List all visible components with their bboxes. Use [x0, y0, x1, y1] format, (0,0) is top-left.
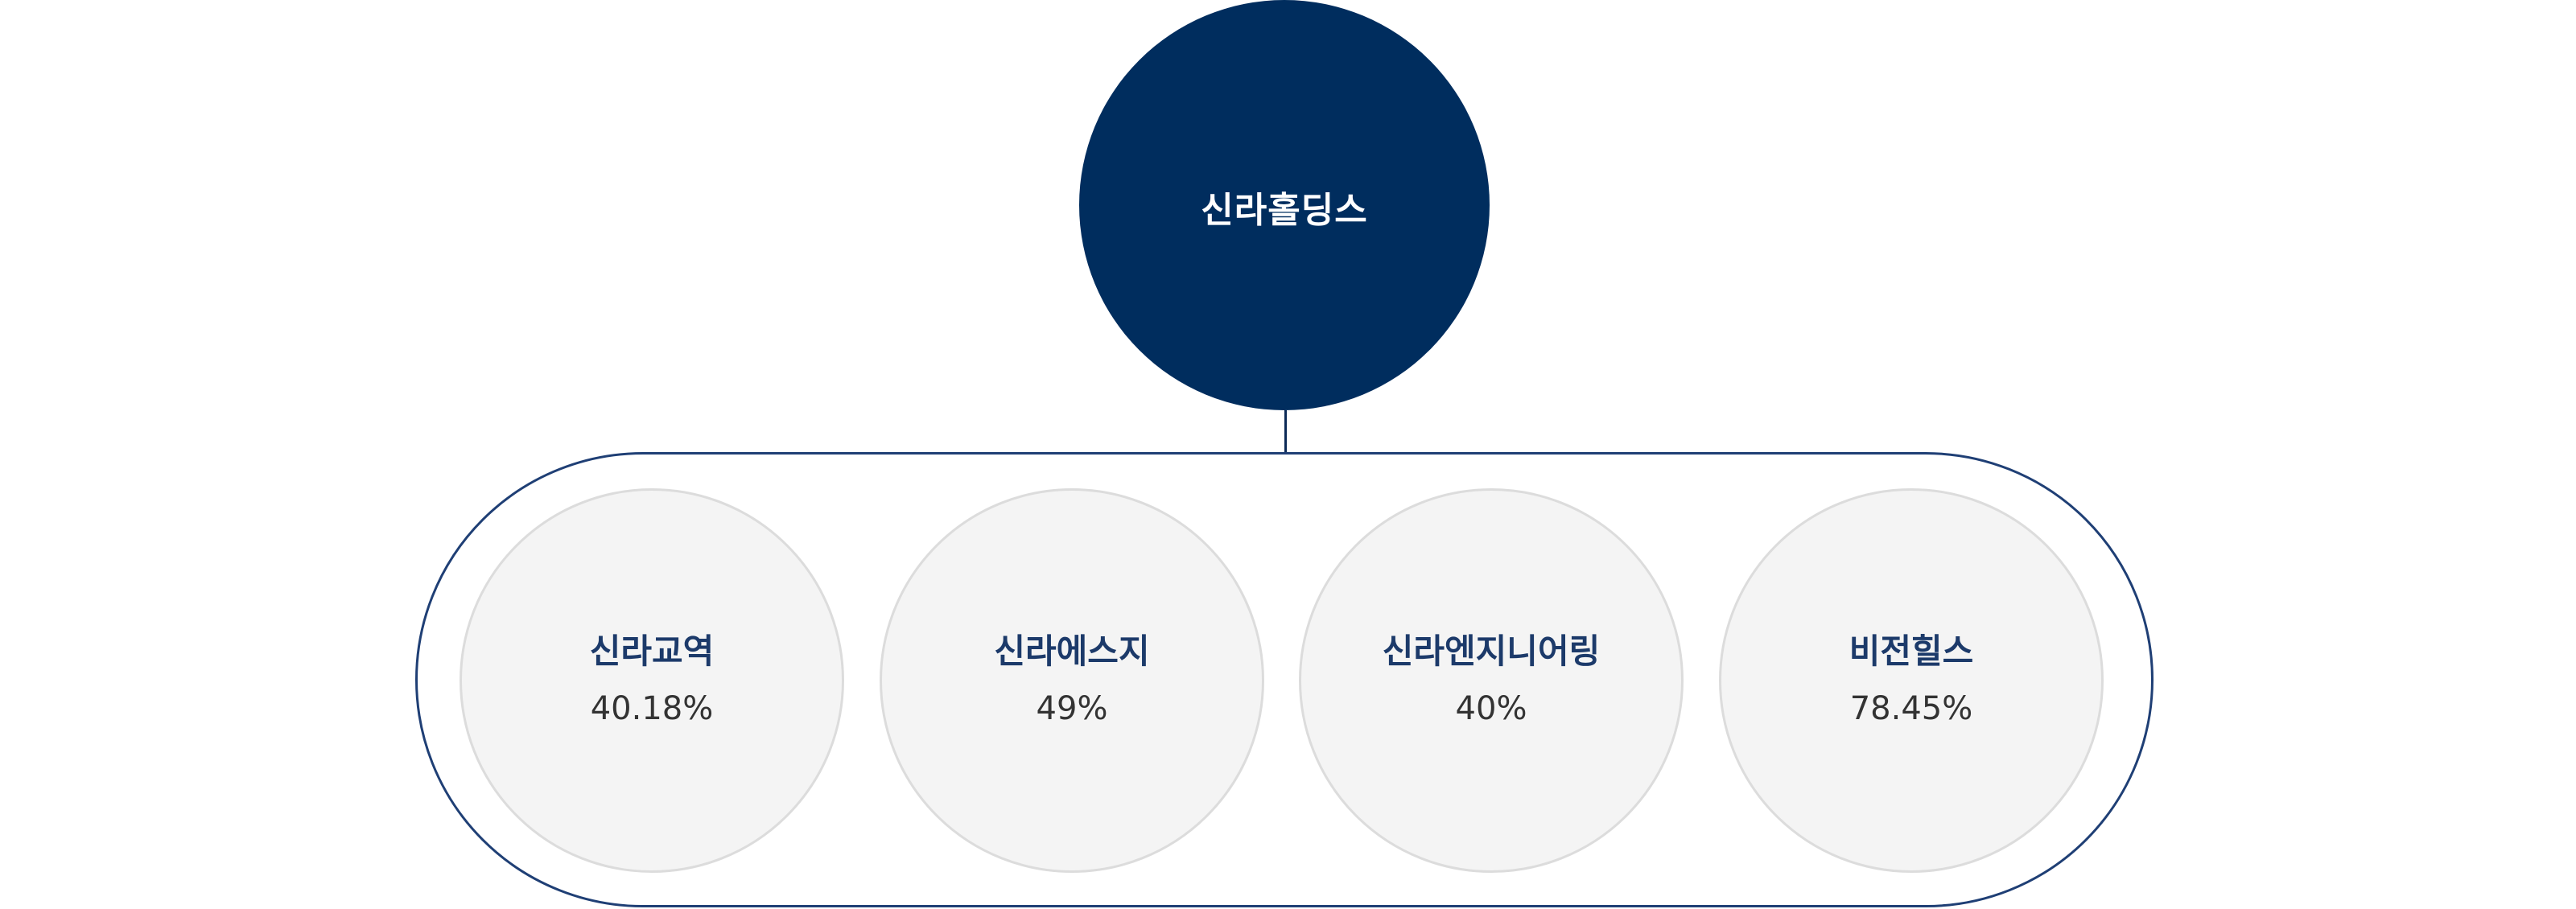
subsidiary-node-2: 신라에스지 49% [880, 488, 1264, 873]
subsidiary-node-1: 신라교역 40.18% [460, 488, 844, 873]
subsidiary-stake: 49% [1036, 690, 1108, 727]
subsidiaries-group [415, 452, 2154, 907]
subsidiary-name: 신라에스지 [994, 631, 1150, 671]
subsidiary-node-4: 비전힐스 78.45% [1719, 488, 2104, 873]
subsidiary-stake: 40% [1455, 690, 1527, 727]
subsidiary-name: 신라교역 [589, 631, 715, 671]
connector-line [1284, 410, 1287, 453]
subsidiary-stake: 78.45% [1849, 690, 1973, 727]
subsidiary-name: 신라엔지니어링 [1382, 631, 1601, 671]
subsidiary-name: 비전힐스 [1849, 631, 1974, 671]
parent-company-name: 신라홀딩스 [1201, 190, 1368, 231]
subsidiary-stake: 40.18% [590, 690, 714, 727]
parent-company-node: 신라홀딩스 [1079, 0, 1490, 410]
subsidiary-node-3: 신라엔지니어링 40% [1299, 488, 1684, 873]
